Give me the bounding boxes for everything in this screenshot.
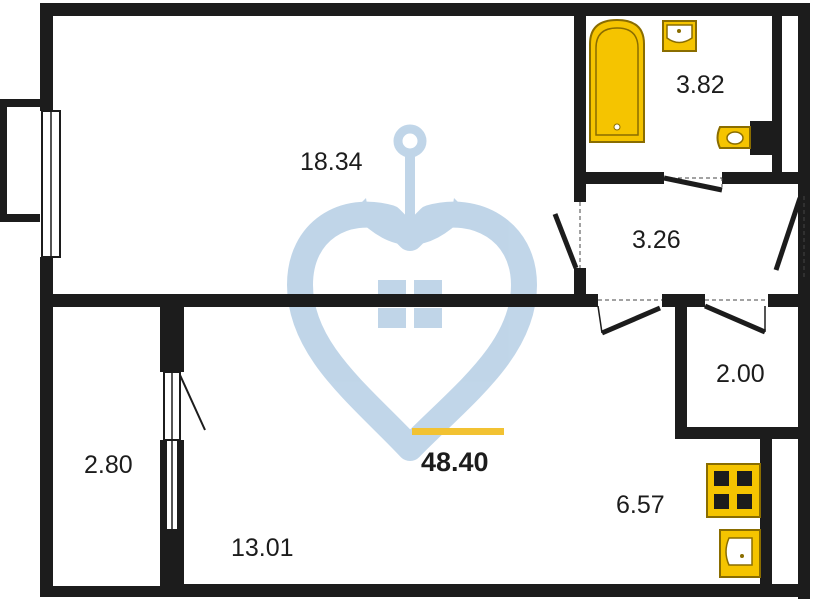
total-area: 48.40: [421, 447, 489, 477]
wall-left-upper: [40, 3, 53, 111]
wall-left-lower: [40, 257, 53, 597]
doors: [552, 175, 805, 336]
wall-bath-bottom-right: [722, 172, 810, 184]
door-kitchen: [597, 299, 662, 336]
balcony-frame: [0, 99, 40, 222]
door-closet: [704, 299, 768, 335]
wall-bath-bottom-left: [574, 172, 664, 184]
room-area-bathroom: 3.82: [676, 71, 725, 99]
room-area-kitchen-room: 13.01: [231, 534, 294, 562]
room-area-hallway: 3.26: [632, 226, 681, 254]
wall-closet-bottom: [675, 427, 810, 439]
bathroom-sink-icon: [662, 20, 697, 52]
wall-shaft: [772, 16, 782, 176]
door-bathroom: [663, 175, 723, 193]
loggia-window: [163, 371, 206, 531]
wall-loggia-divider-top: [160, 307, 184, 372]
door-entrance: [773, 196, 805, 278]
toilet-icon: [716, 121, 772, 155]
total-area-underline: [412, 428, 504, 435]
kitchen-sink-icon: [719, 529, 761, 578]
wall-top: [40, 3, 810, 16]
wall-loggia-outer: [40, 586, 170, 597]
walls: [40, 3, 810, 599]
wall-middle-left: [40, 294, 183, 307]
anchor-heart-watermark-icon: [287, 124, 537, 461]
wall-middle-far-right: [662, 294, 705, 307]
room-area-kitchen-niche: 6.57: [616, 491, 665, 519]
bathtub-icon: [589, 18, 645, 143]
room-area-living-room: 18.34: [300, 148, 363, 176]
wall-bath-left: [574, 16, 586, 202]
wall-bottom: [160, 584, 810, 597]
wall-hall-right: [798, 184, 810, 196]
wall-bath-left-lower: [574, 268, 586, 298]
window-left: [41, 110, 61, 258]
wall-niche-left: [760, 427, 772, 587]
room-area-loggia: 2.80: [84, 451, 133, 479]
door-hall-left: [552, 202, 581, 269]
room-area-closet: 2.00: [716, 360, 765, 388]
fixtures: [589, 18, 772, 578]
wall-closet-left: [675, 307, 687, 439]
stove-icon: [706, 463, 761, 518]
wall-middle-closet: [768, 294, 810, 307]
wall-middle-right: [183, 294, 598, 307]
